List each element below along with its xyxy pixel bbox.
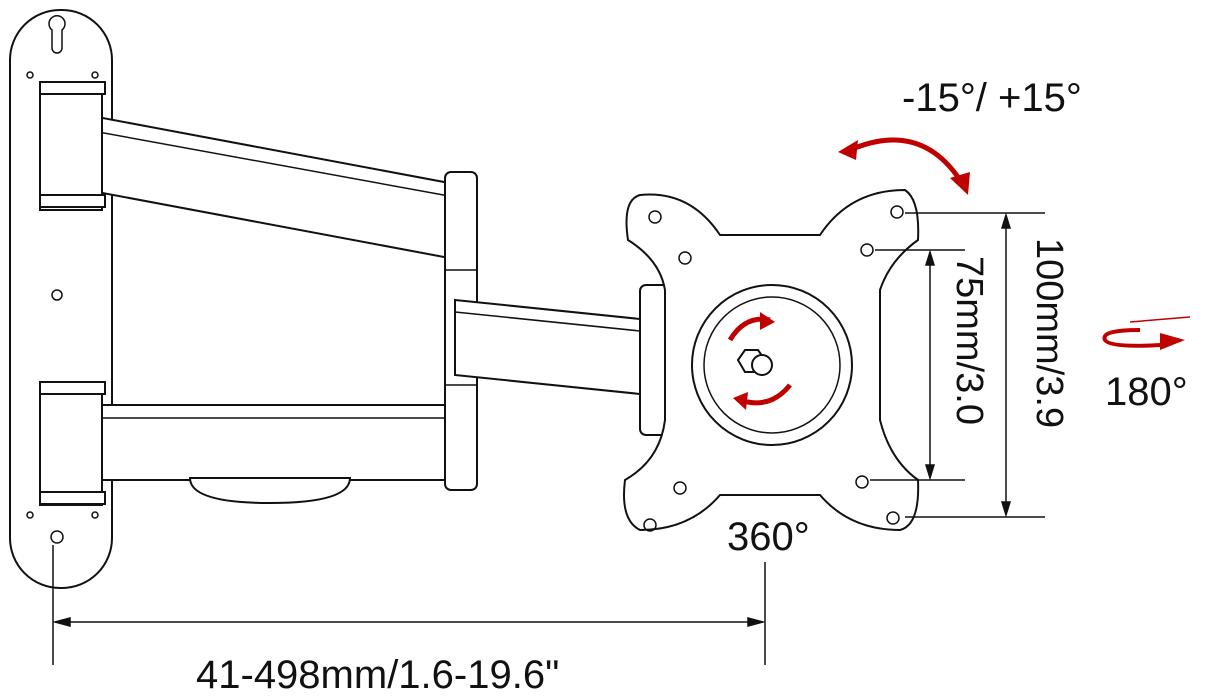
rotation-arrows xyxy=(727,137,1191,410)
dimension-lines xyxy=(52,212,1045,665)
lower-arm xyxy=(39,381,461,506)
vesa-plate xyxy=(623,188,920,532)
tilt-range-label: -15°/ +15° xyxy=(902,76,1082,120)
vesa-75-label: 75mm/3.0 xyxy=(948,256,990,425)
flip-180-arrow xyxy=(1102,328,1161,348)
rotation-360-label: 360° xyxy=(727,515,810,559)
forearm xyxy=(454,284,671,436)
tilt-arrow xyxy=(849,137,963,182)
extension-label: 41-498mm/1.6-19.6" xyxy=(196,653,560,697)
flip-180-label: 180° xyxy=(1105,370,1188,414)
vesa-100-label: 100mm/3.9 xyxy=(1028,238,1070,429)
